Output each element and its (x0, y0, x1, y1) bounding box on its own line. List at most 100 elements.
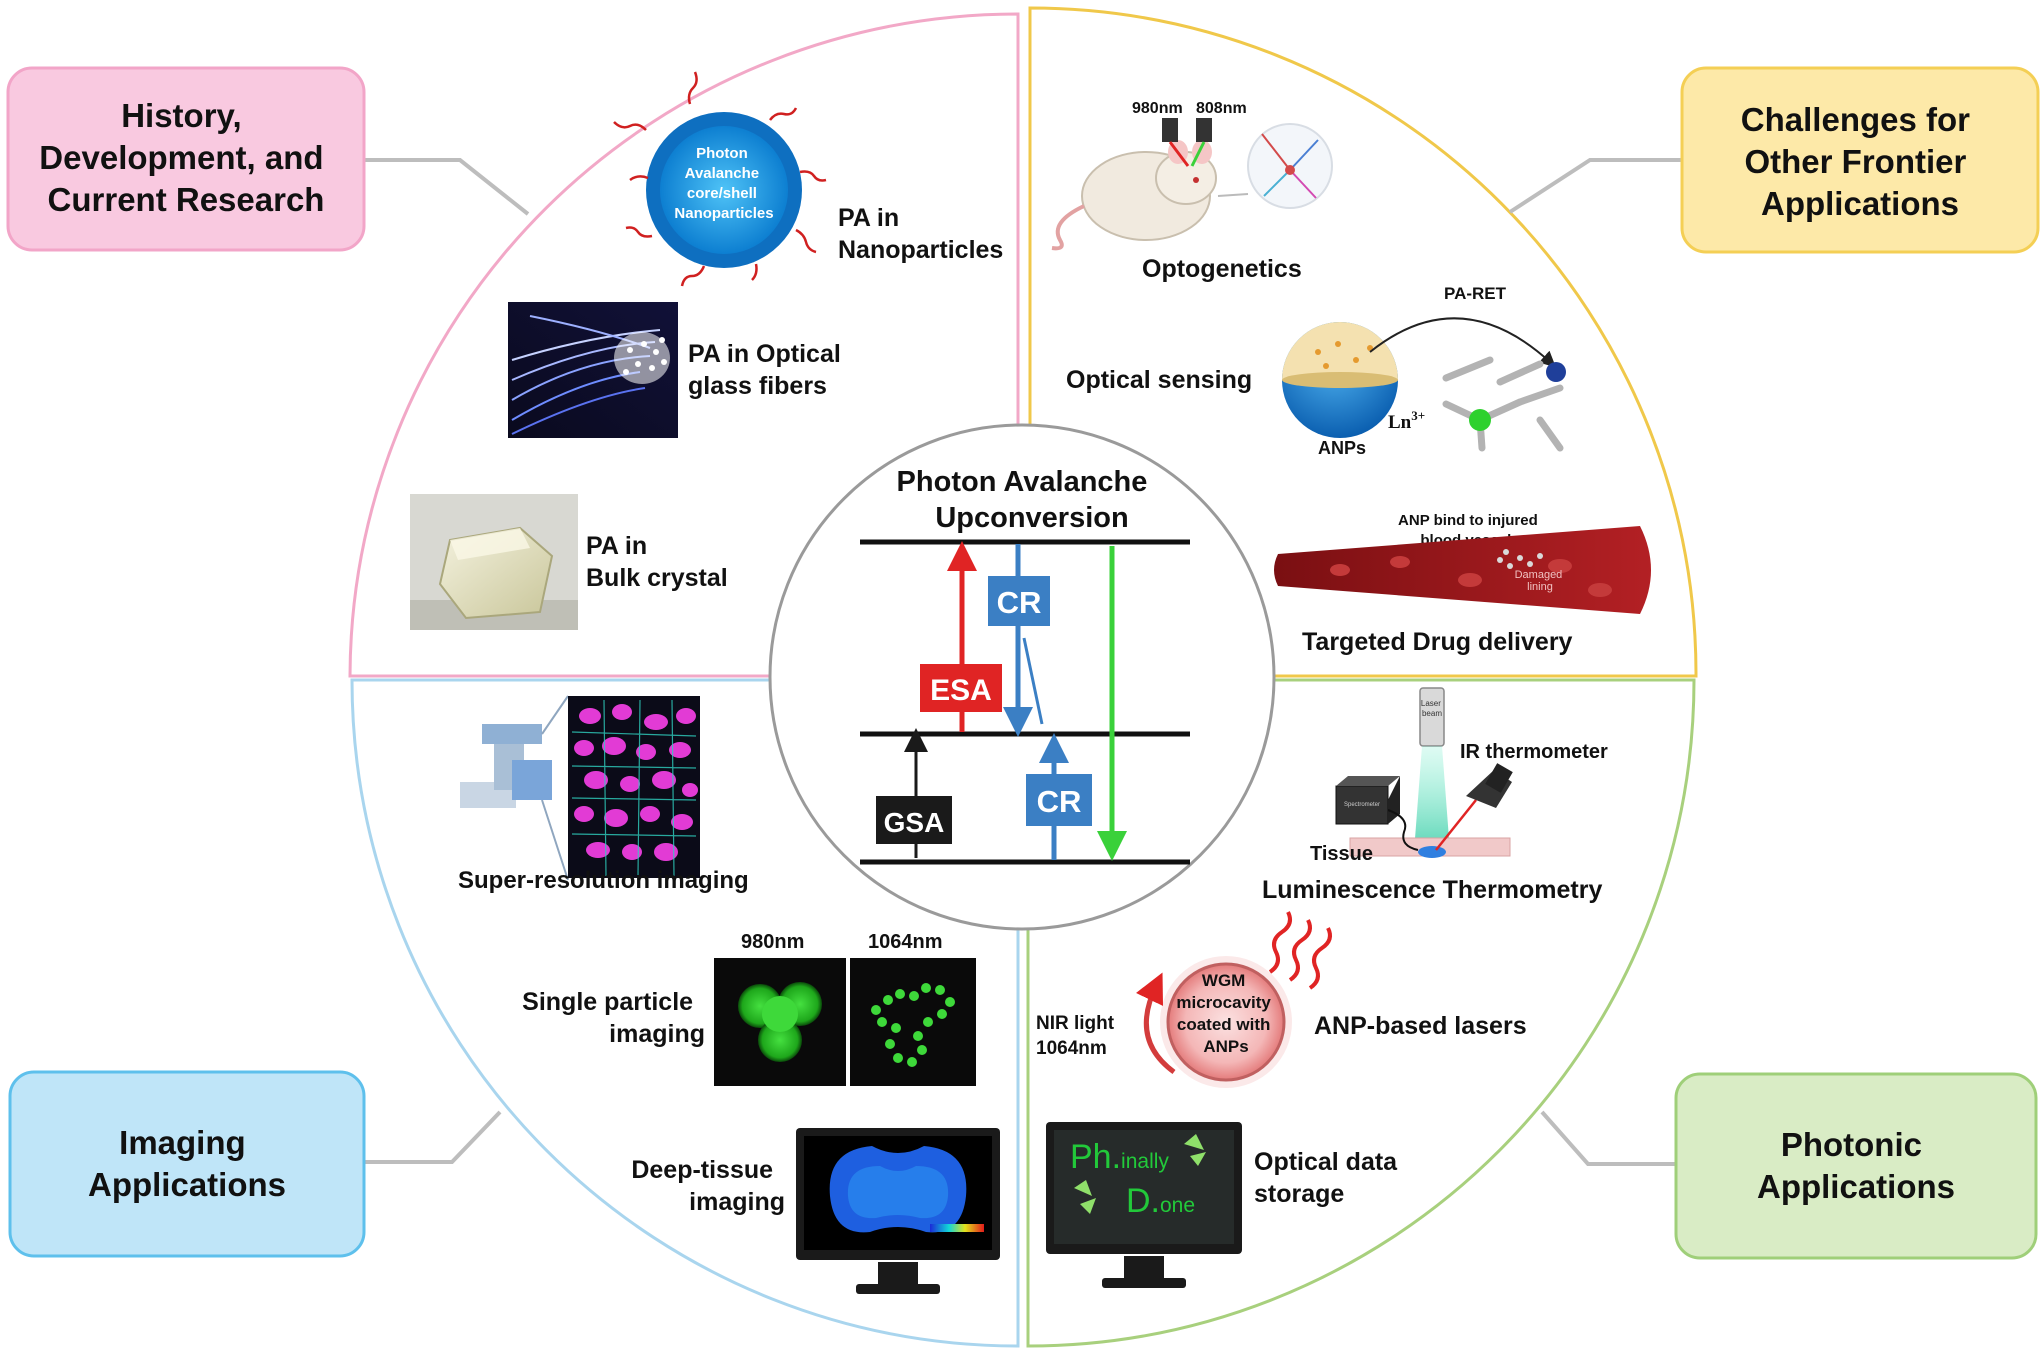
history-line-3: Current Research (48, 181, 325, 218)
center-circle (768, 423, 1276, 931)
wgm-line-4: ANPs (1203, 1037, 1248, 1056)
photonic-line-1: Photonic (1781, 1126, 1922, 1163)
screen-line1-big: Ph. (1070, 1138, 1121, 1176)
drug-delivery-label: Targeted Drug delivery (1302, 628, 1573, 656)
np-core-line-2: Avalanche (685, 165, 759, 182)
center-title-line-1: Photon Avalanche (897, 466, 1148, 498)
connector-photonic (1540, 1110, 1678, 1166)
center-title-line-2: Upconversion (935, 502, 1128, 534)
np-core-line-4: Nanoparticles (674, 205, 773, 222)
optogenetics-label: Optogenetics (1142, 255, 1302, 283)
svg-text:Optical data storage: Optical data storage (1254, 1148, 1404, 1208)
mouse-illustration (1051, 118, 1217, 251)
screen-line2-small: one (1160, 1194, 1195, 1217)
svg-text:NIR light 1064nm: NIR light 1064nm (1036, 1013, 1119, 1059)
blood-vessel-illustration: Damaged lining (1274, 526, 1651, 614)
cr-bottom-label: CR (1037, 784, 1082, 819)
wgm-line-3: coated with (1177, 1015, 1271, 1034)
box-imaging: Imaging Applications (8, 1070, 366, 1258)
cr-top-label: CR (997, 585, 1042, 620)
svg-text:Photon Avalanche c: Photon Avalanche core/shell Nanoparticle… (674, 145, 773, 222)
esa-box (920, 664, 1002, 712)
gsa-box (876, 796, 952, 844)
nir-line-1: NIR light (1036, 1013, 1115, 1034)
single-particle-line-2: imaging (609, 1020, 705, 1048)
np-core-line-1: Photon (696, 145, 748, 162)
pa-crystal-line-2: Bulk crystal (586, 564, 728, 592)
wavelength-980: 980nm (1132, 100, 1183, 117)
history-line-1: History, (121, 97, 241, 134)
ln-label: Ln (1388, 412, 1412, 433)
microscope-illustration (460, 695, 569, 881)
anp-sensing-illustration (1282, 317, 1566, 452)
box-history: History, Development, and Current Resear… (6, 66, 366, 252)
svg-text:PA in Bulk crystal: PA in Bulk crystal (586, 532, 728, 592)
wgm-line-1: WGM (1202, 971, 1245, 990)
connector-challenges (1508, 158, 1682, 214)
deep-tissue-monitor (796, 1128, 1000, 1294)
damaged-line-1: Damaged (1515, 569, 1563, 581)
vessel-note-line-1: ANP bind to injured (1398, 512, 1538, 529)
screen-line2-big: D. (1126, 1182, 1160, 1220)
deep-tissue-line-1: Deep-tissue (631, 1156, 773, 1184)
thermometry-illustration: Laser beam Spectrometer (1335, 687, 1513, 858)
nir-line-2: 1064nm (1036, 1038, 1107, 1059)
laser-beam-line-2: beam (1422, 709, 1442, 718)
pa-nanoparticles-line-1: PA in (838, 204, 899, 232)
optical-sensing-label: Optical sensing (1066, 366, 1252, 394)
pa-ret-label: PA-RET (1444, 284, 1507, 303)
super-resolution-image (568, 696, 700, 878)
screen-line1-small: inally (1121, 1150, 1169, 1173)
neurons-inset (1217, 123, 1333, 209)
svg-text:980nm 808nm: 980nm 808nm (1132, 100, 1247, 117)
data-storage-monitor: Ph.inally D.one (1046, 1122, 1242, 1288)
cr-bottom-box (1026, 774, 1092, 826)
pa-fibers-line-2: glass fibers (688, 372, 827, 400)
cr-top-box (988, 576, 1050, 626)
pa-crystal-line-1: PA in (586, 532, 647, 560)
optical-fibers-image (508, 302, 678, 438)
quadrant-bottom-right (1026, 678, 1696, 1348)
svg-text:Imaging Applications: Imaging Applications (88, 1124, 286, 1203)
damaged-line-2: lining (1527, 581, 1553, 593)
label-980nm: 980nm (741, 931, 804, 953)
svg-text:History, Development, an: History, Development, and Current Resear… (39, 97, 332, 218)
connector-history (362, 158, 530, 216)
storage-line-1: Optical data (1254, 1148, 1398, 1176)
single-particle-line-1: Single particle (522, 988, 693, 1016)
ln-superscript: 3+ (1411, 408, 1425, 423)
quadrant-top-left (348, 12, 1020, 678)
pa-fibers-line-1: PA in Optical (688, 340, 841, 368)
thermometry-label: Luminescence Thermometry (1262, 876, 1602, 904)
wgm-line-2: microcavity (1176, 993, 1271, 1012)
wavelength-808: 808nm (1196, 100, 1247, 117)
imaging-line-2: Applications (88, 1166, 286, 1203)
super-resolution-label: Super-resolution imaging (458, 867, 749, 894)
storage-line-2: storage (1254, 1180, 1344, 1208)
laser-beam-line-1: Laser (1421, 699, 1441, 708)
svg-text:Single particle imaging: Single particle imaging (522, 988, 705, 1048)
cr-diagonal (1022, 637, 1044, 725)
single-particle-image-1064 (850, 958, 976, 1086)
nanoparticle-illustration: Photon Avalanche core/shell Nanoparticle… (613, 71, 827, 287)
quadrant-bottom-left (350, 678, 1020, 1348)
svg-text:WGM microcavity co: WGM microcavity coated with ANPs (1176, 971, 1275, 1056)
svg-text:Photonic Applications: Photonic Applications (1757, 1126, 1955, 1205)
challenges-line-3: Applications (1761, 185, 1959, 222)
challenges-line-2: Other Frontier (1744, 143, 1966, 180)
deep-tissue-line-2: imaging (689, 1188, 785, 1216)
box-challenges: Challenges for Other Frontier Applicatio… (1680, 66, 2040, 254)
label-1064nm: 1064nm (868, 931, 943, 953)
tissue-label: Tissue (1310, 843, 1373, 865)
photonic-line-2: Applications (1757, 1168, 1955, 1205)
spectrometer-label: Spectrometer (1344, 802, 1380, 808)
gsa-label: GSA (884, 807, 945, 838)
esa-label: ESA (930, 674, 992, 707)
svg-text:Deep-tissue imaging: Deep-tissue imaging (631, 1156, 785, 1216)
svg-text:D.one: D.one (1126, 1182, 1195, 1220)
anps-label: ANPs (1318, 438, 1366, 458)
pa-nanoparticles-line-2: Nanoparticles (838, 236, 1003, 264)
svg-text:Photon Avalanche Upconvers: Photon Avalanche Upconversion (897, 466, 1156, 534)
svg-text:Damaged lining: Damaged lining (1515, 569, 1566, 593)
svg-text:PA in Nanoparticles: PA in Nanoparticles (838, 204, 1003, 264)
